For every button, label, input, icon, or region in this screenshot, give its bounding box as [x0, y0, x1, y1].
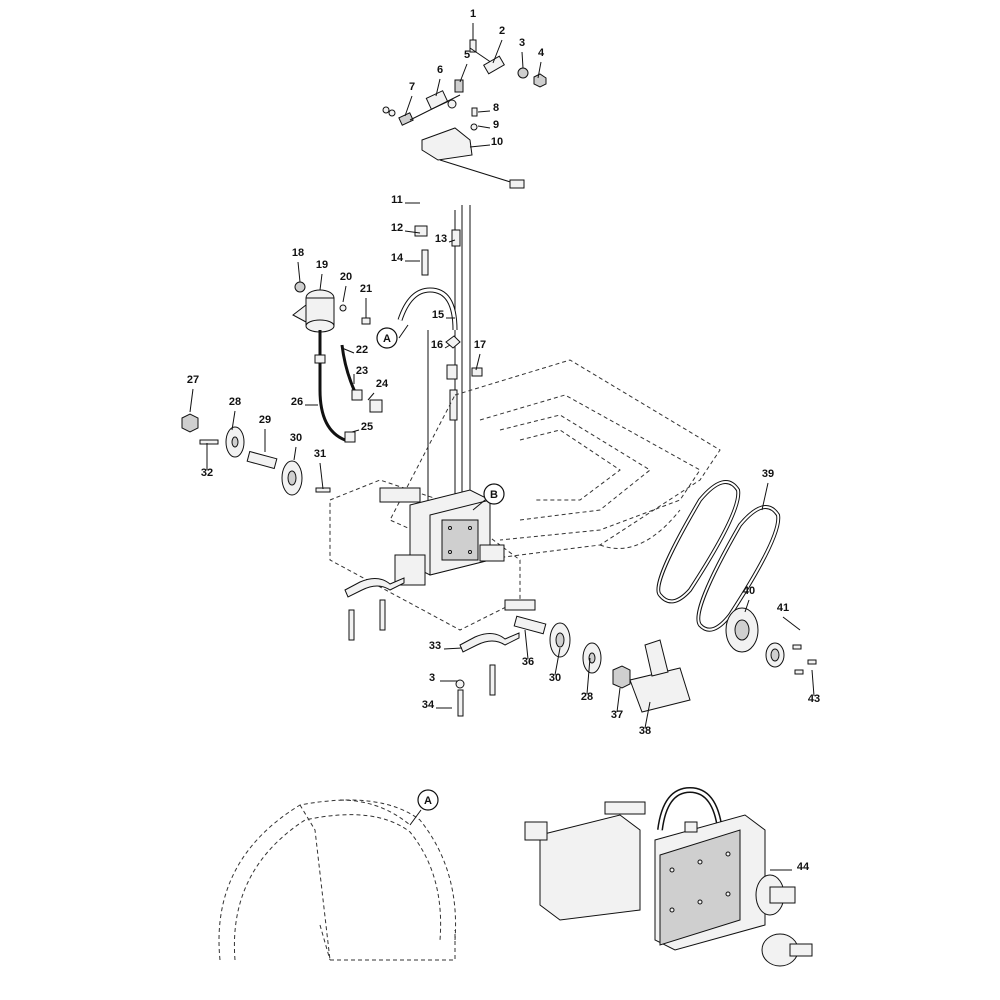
gearbox — [379, 487, 536, 611]
leader-line — [367, 392, 375, 401]
leader-line — [475, 353, 481, 371]
leader-line — [477, 110, 491, 113]
part-number-37: 37 — [611, 709, 623, 721]
left-pulley-group — [181, 413, 331, 496]
gearbox-assembly-44 — [524, 786, 813, 967]
leader-line — [443, 647, 463, 650]
part-number-17: 17 — [474, 339, 486, 351]
leader-line — [469, 144, 491, 148]
part-number-19: 19 — [316, 259, 328, 271]
part-number-40: 40 — [743, 585, 755, 597]
right-pulley-group — [513, 615, 691, 713]
leader-line — [477, 125, 491, 129]
leader-line — [319, 273, 323, 291]
leader-line — [492, 39, 503, 64]
leader-lines — [189, 23, 815, 871]
leader-line — [404, 230, 421, 234]
part-number-5: 5 — [464, 49, 470, 61]
leader-line — [761, 482, 769, 511]
leader-line — [459, 63, 468, 83]
part-number-21: 21 — [360, 283, 372, 295]
leader-line — [435, 78, 441, 97]
part-number-33: 33 — [429, 640, 441, 652]
part-number-24: 24 — [376, 378, 389, 390]
leader-line — [644, 701, 651, 729]
part-number-20: 20 — [340, 271, 352, 283]
callout-a-lower-label: A — [424, 795, 432, 807]
leader-line — [586, 657, 591, 695]
part-number-16: 16 — [431, 339, 443, 351]
part-number-31: 31 — [314, 448, 326, 460]
callout-a-lower: A — [409, 789, 439, 826]
clamp-group — [344, 577, 520, 717]
part-number-2: 2 — [499, 25, 505, 37]
part-number-3: 3 — [519, 37, 525, 49]
part-number-7: 7 — [409, 81, 415, 93]
leader-line — [341, 347, 355, 354]
callout-a-upper: A — [376, 324, 409, 349]
leader-line — [744, 599, 750, 613]
leader-line — [448, 239, 456, 243]
leader-line — [616, 687, 621, 713]
leader-line — [537, 61, 542, 79]
part-number-13: 13 — [435, 233, 447, 245]
leader-line — [811, 669, 815, 697]
part-number-34: 34 — [422, 699, 435, 711]
part-number-22: 22 — [356, 344, 368, 356]
part-number-3: 3 — [429, 672, 435, 684]
part-number-39: 39 — [762, 468, 774, 480]
lever-assembly — [382, 39, 547, 189]
part-number-36: 36 — [522, 656, 534, 668]
part-number-28: 28 — [229, 396, 241, 408]
leader-line — [521, 51, 524, 69]
part-number-10: 10 — [491, 136, 503, 148]
part-number-23: 23 — [356, 365, 368, 377]
callout-a-upper-label: A — [383, 333, 391, 345]
part-number-27: 27 — [187, 374, 199, 386]
part-number-14: 14 — [391, 252, 404, 264]
part-number-25: 25 — [361, 421, 373, 433]
callout-b-label: B — [490, 489, 498, 501]
part-number-44: 44 — [797, 861, 810, 873]
leader-line — [444, 344, 451, 349]
machine-frame — [329, 359, 721, 631]
blade-guard — [218, 799, 457, 961]
leader-line — [554, 647, 561, 676]
part-number-4: 4 — [538, 47, 545, 59]
part-number-9: 9 — [493, 119, 499, 131]
part-number-30: 30 — [549, 672, 561, 684]
part-number-6: 6 — [437, 64, 443, 76]
part-number-18: 18 — [292, 247, 304, 259]
belt-group — [656, 480, 817, 675]
leader-line — [189, 388, 194, 413]
part-number-38: 38 — [639, 725, 651, 737]
leader-line — [782, 616, 801, 631]
part-number-15: 15 — [432, 309, 444, 321]
reservoir-assembly — [292, 281, 383, 443]
part-number-8: 8 — [493, 102, 499, 114]
leader-line — [297, 261, 301, 283]
part-number-28: 28 — [581, 691, 593, 703]
part-number-41: 41 — [777, 602, 789, 614]
part-number-30: 30 — [290, 432, 302, 444]
leader-line — [404, 95, 413, 117]
part-number-32: 32 — [201, 467, 213, 479]
part-number-29: 29 — [259, 414, 271, 426]
part-number-26: 26 — [291, 396, 303, 408]
part-number-11: 11 — [391, 194, 403, 206]
part-number-43: 43 — [808, 693, 820, 705]
leader-line — [342, 285, 347, 303]
leader-line — [524, 629, 529, 660]
callout-b: B — [472, 483, 505, 511]
leader-line — [231, 410, 236, 431]
part-number-12: 12 — [391, 222, 403, 234]
leader-line — [351, 429, 360, 433]
part-number-1: 1 — [470, 8, 476, 20]
leader-line — [319, 462, 324, 490]
leader-line — [293, 446, 297, 461]
